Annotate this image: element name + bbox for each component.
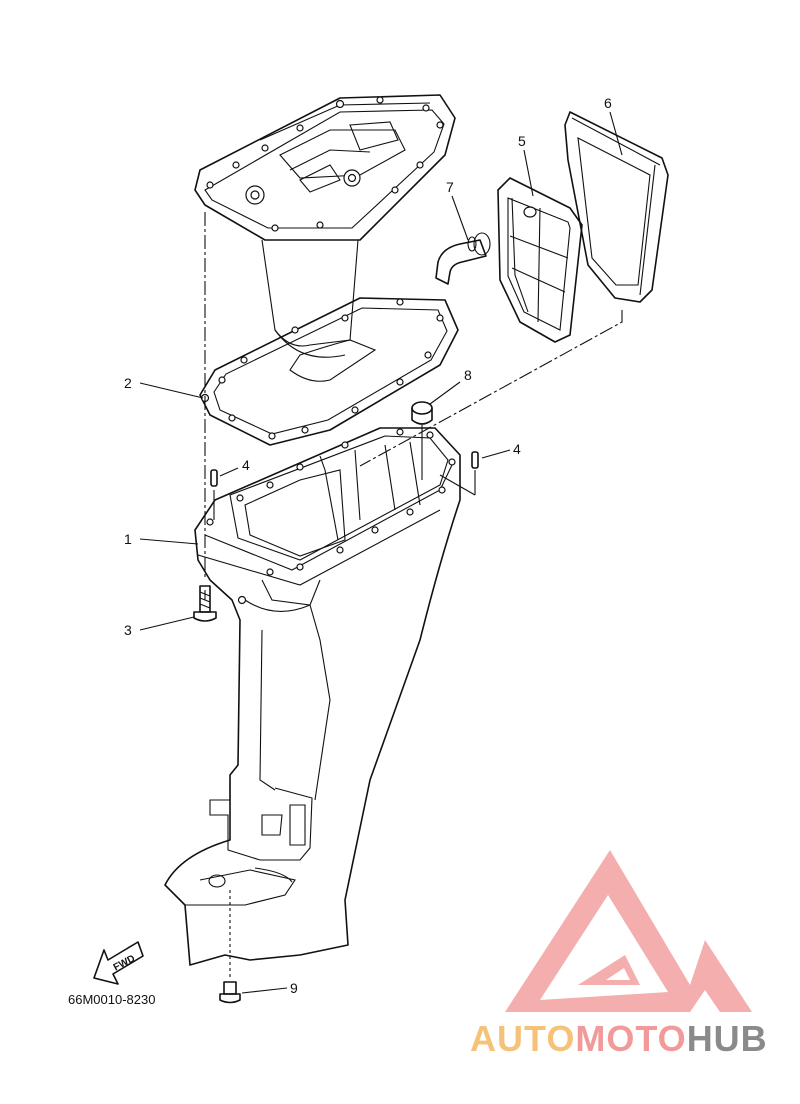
watermark-logo-icon (505, 850, 752, 1012)
dowel-pin-right (471, 451, 479, 469)
upper-casing (164, 427, 461, 966)
drain-screw (219, 981, 241, 1004)
brand-moto: MOTO (575, 1018, 687, 1059)
drawing-code: 66M0010-8230 (68, 992, 155, 1007)
alignment-lines (204, 212, 623, 980)
forward-arrow-icon: FWD (93, 941, 144, 985)
callout-6: 6 (604, 95, 612, 111)
bolt (193, 585, 217, 622)
callout-3: 3 (124, 622, 132, 638)
leader-lines (139, 111, 623, 994)
grommet (411, 401, 433, 425)
hose (435, 232, 491, 285)
callout-1: 1 (124, 531, 132, 547)
callout-4b: 4 (513, 441, 521, 457)
callout-7: 7 (446, 179, 454, 195)
callout-8: 8 (464, 367, 472, 383)
exhaust-guide-plate (194, 94, 456, 358)
callout-2: 2 (124, 375, 132, 391)
cover-plate (497, 177, 583, 343)
callout-9: 9 (290, 980, 298, 996)
callout-4a: 4 (242, 457, 250, 473)
brand-auto: AUTO (470, 1018, 576, 1059)
watermark-brand: AUTOMOTOHUB (470, 1018, 768, 1060)
dowel-pin-left (210, 469, 218, 487)
brand-hub: HUB (686, 1018, 768, 1059)
rubber-seal (564, 111, 669, 303)
callout-5: 5 (518, 133, 526, 149)
